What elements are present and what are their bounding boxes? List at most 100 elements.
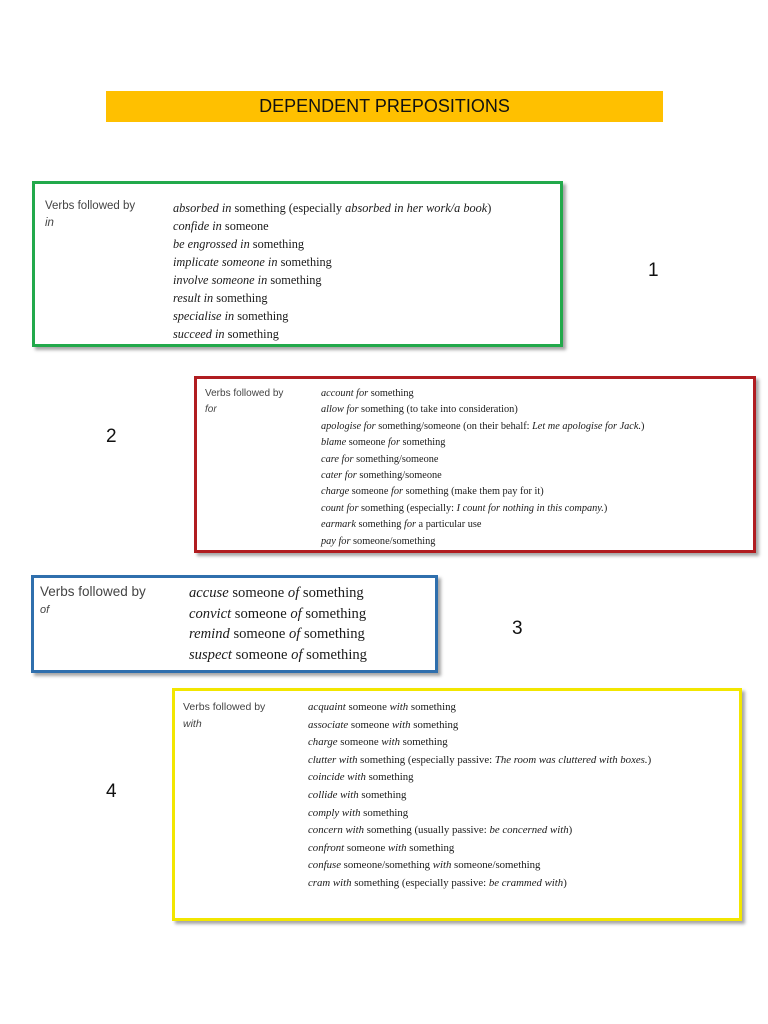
entry-line: implicate someone in something (173, 253, 491, 271)
entry-text: something (249, 237, 305, 251)
entry-line: acquaint someone with something (308, 699, 651, 717)
entry-text: something (408, 701, 456, 713)
entry-text: something (360, 806, 409, 819)
entry-italic-text: be engrossed in (173, 237, 250, 251)
entry-text: something (especially (231, 201, 346, 215)
entry-text: something (224, 327, 279, 341)
entry-italic-text: remind (189, 626, 230, 642)
entry-italic-text: clutter with (308, 753, 358, 766)
entry-line: account for something (321, 386, 644, 402)
entry-italic-text: with (387, 841, 407, 854)
entry-text: something (277, 255, 332, 269)
entry-italic-text: cater for (321, 470, 357, 482)
entry-italic-text: accuse (189, 585, 229, 601)
entry-text: someone (229, 626, 289, 642)
entry-italic-text: Let me apologise for Jack. (532, 420, 642, 432)
entry-text: something (406, 841, 455, 854)
label-main: Verbs followed by (183, 701, 266, 713)
entry-italic-text: implicate someone in (173, 255, 278, 269)
entry-line: associate someone with something (308, 717, 651, 735)
entry-line: clutter with something (especially passi… (308, 752, 651, 770)
entry-italic-text: of (289, 626, 301, 642)
entry-text: ) (563, 876, 567, 889)
entry-text: something (300, 626, 365, 642)
label-preposition: with (183, 718, 202, 730)
entry-text: someone (346, 437, 388, 449)
entry-italic-text: specialise in (173, 309, 235, 323)
entry-italic-text: count for (321, 502, 359, 514)
entry-line: comply with something (308, 805, 651, 823)
page-title: DEPENDENT PREPOSITIONS (106, 91, 663, 122)
entry-text: something (299, 585, 364, 601)
entry-italic-text: be crammed with (488, 876, 564, 889)
entry-text: someone (345, 701, 390, 713)
entry-line: cram with something (especially passive:… (308, 875, 651, 893)
entry-text: something (399, 437, 446, 449)
entry-italic-text: absorbed in (173, 201, 232, 215)
entry-line: suspect someone of something (189, 645, 367, 666)
prepositions-box-of: Verbs followed by of accuse someone of s… (31, 575, 438, 673)
entry-text: something (302, 646, 367, 663)
entry-text: someone (231, 646, 292, 663)
entry-text: something (213, 291, 268, 305)
entry-text: ) (647, 753, 652, 766)
entry-text: something (358, 788, 407, 801)
entry-italic-text: collide with (308, 788, 359, 801)
entry-text: something/someone (on their behalf: (375, 420, 533, 432)
entry-italic-text: charge (308, 736, 338, 749)
entry-text: someone/something (451, 859, 541, 872)
entry-text: something (267, 273, 322, 287)
entry-text: something (234, 309, 289, 323)
entry-text: a particular use (415, 519, 482, 531)
entry-text: someone (337, 736, 382, 749)
entry-text: something (usually passive: (364, 824, 490, 837)
entry-italic-text: confront (308, 841, 345, 854)
prepositions-box-for: Verbs followed by for account for someth… (194, 376, 756, 553)
entry-italic-text: concern with (308, 824, 365, 837)
entry-line: confide in someone (173, 217, 491, 235)
entry-italic-text: for (403, 519, 416, 531)
entry-line: count for something (especially: I count… (321, 501, 644, 517)
entry-italic-text: associate (308, 718, 349, 731)
entry-italic-text: of (290, 605, 302, 622)
entry-italic-text: care for (321, 453, 354, 465)
entry-italic-text: for (387, 437, 400, 449)
entry-italic-text: with (432, 859, 452, 872)
label-preposition: of (40, 604, 50, 616)
entry-text: something (399, 736, 448, 749)
entry-line: remind someone of something (189, 624, 367, 645)
entry-italic-text: be concerned with (489, 824, 569, 837)
entry-line: charge someone for something (make them … (321, 484, 644, 500)
entry-italic-text: acquaint (308, 701, 346, 713)
entry-line: care for something/someone (321, 452, 644, 468)
entry-italic-text: suspect (189, 646, 232, 663)
entry-text: someone (231, 605, 291, 622)
entry-line: coincide with something (308, 769, 651, 787)
entry-text: something/someone (356, 470, 442, 482)
entry-line: result in something (173, 289, 491, 307)
entry-italic-text: with (381, 736, 400, 749)
entry-text: something (especially passive: (351, 876, 489, 889)
entry-italic-text: confuse (308, 859, 341, 872)
entry-line: be engrossed in something (173, 235, 491, 253)
entry-text: ) (487, 201, 492, 215)
entry-text: something/someone (353, 453, 439, 465)
entry-line: accuse someone of something (189, 583, 367, 604)
entry-italic-text: blame (321, 437, 347, 449)
entry-italic-text: for (390, 486, 404, 498)
entry-italic-text: coincide with (308, 771, 366, 784)
entry-line: succeed in something (173, 325, 491, 343)
entry-italic-text: The room was cluttered with boxes. (494, 753, 648, 766)
box-number: 4 (106, 781, 117, 802)
entry-line: concern with something (usually passive:… (308, 822, 651, 840)
entry-line: convict someone of something (189, 604, 367, 625)
entry-italic-text: of (287, 585, 300, 601)
entry-line: confuse someone/something with someone/s… (308, 857, 651, 875)
entry-line: involve someone in something (173, 271, 491, 289)
entry-line: pay for someone/something (321, 534, 644, 550)
entry-text: ) (603, 502, 608, 514)
label-preposition: for (205, 404, 217, 415)
entry-text: someone/something (340, 859, 433, 872)
entry-line: specialise in something (173, 307, 491, 325)
